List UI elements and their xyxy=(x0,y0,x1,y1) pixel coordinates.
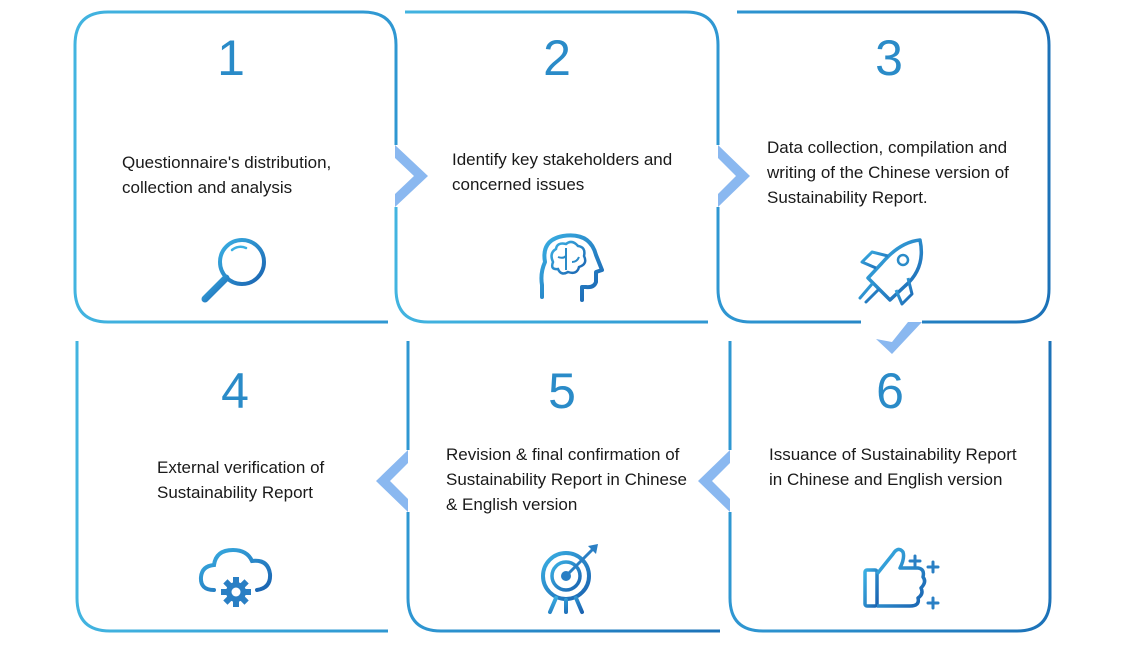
step-5-number: 5 xyxy=(548,363,576,419)
box-4-outline xyxy=(75,341,388,633)
step-5-text: Revision & final confirmation of Sustain… xyxy=(446,445,687,514)
arrow-5-4 xyxy=(376,450,408,512)
magnifier-icon xyxy=(201,238,266,303)
thumbs-up-icon xyxy=(863,547,940,610)
box-6-outline xyxy=(728,341,1052,633)
step-2-text: Identify key stakeholders and concerned … xyxy=(452,150,673,194)
step-2-number: 2 xyxy=(543,30,571,86)
step-1-text: Questionnaire's distribution, collection… xyxy=(122,153,332,197)
box-2-outline xyxy=(394,10,720,324)
cloud-gear-icon xyxy=(198,547,273,607)
box-3-outline xyxy=(716,10,1051,324)
box-5-outline xyxy=(406,341,720,633)
arrow-6-5 xyxy=(698,450,730,512)
box-1-outline xyxy=(73,10,398,324)
step-4-text: External verification of Sustainability … xyxy=(157,458,325,502)
arrow-2-3 xyxy=(718,145,750,207)
brain-head-icon xyxy=(539,233,604,302)
step-3-text: Data collection, compilation and writing… xyxy=(767,138,1009,207)
step-3-number: 3 xyxy=(875,30,903,86)
step-6-number: 6 xyxy=(876,363,904,419)
target-icon xyxy=(541,544,598,614)
arrow-1-2 xyxy=(395,145,428,207)
arrow-3-6 xyxy=(861,322,922,354)
rocket-icon xyxy=(858,238,924,306)
step-1-number: 1 xyxy=(217,30,245,86)
step-4-number: 4 xyxy=(221,363,249,419)
step-6-text: Issuance of Sustainability Report in Chi… xyxy=(769,445,1017,489)
